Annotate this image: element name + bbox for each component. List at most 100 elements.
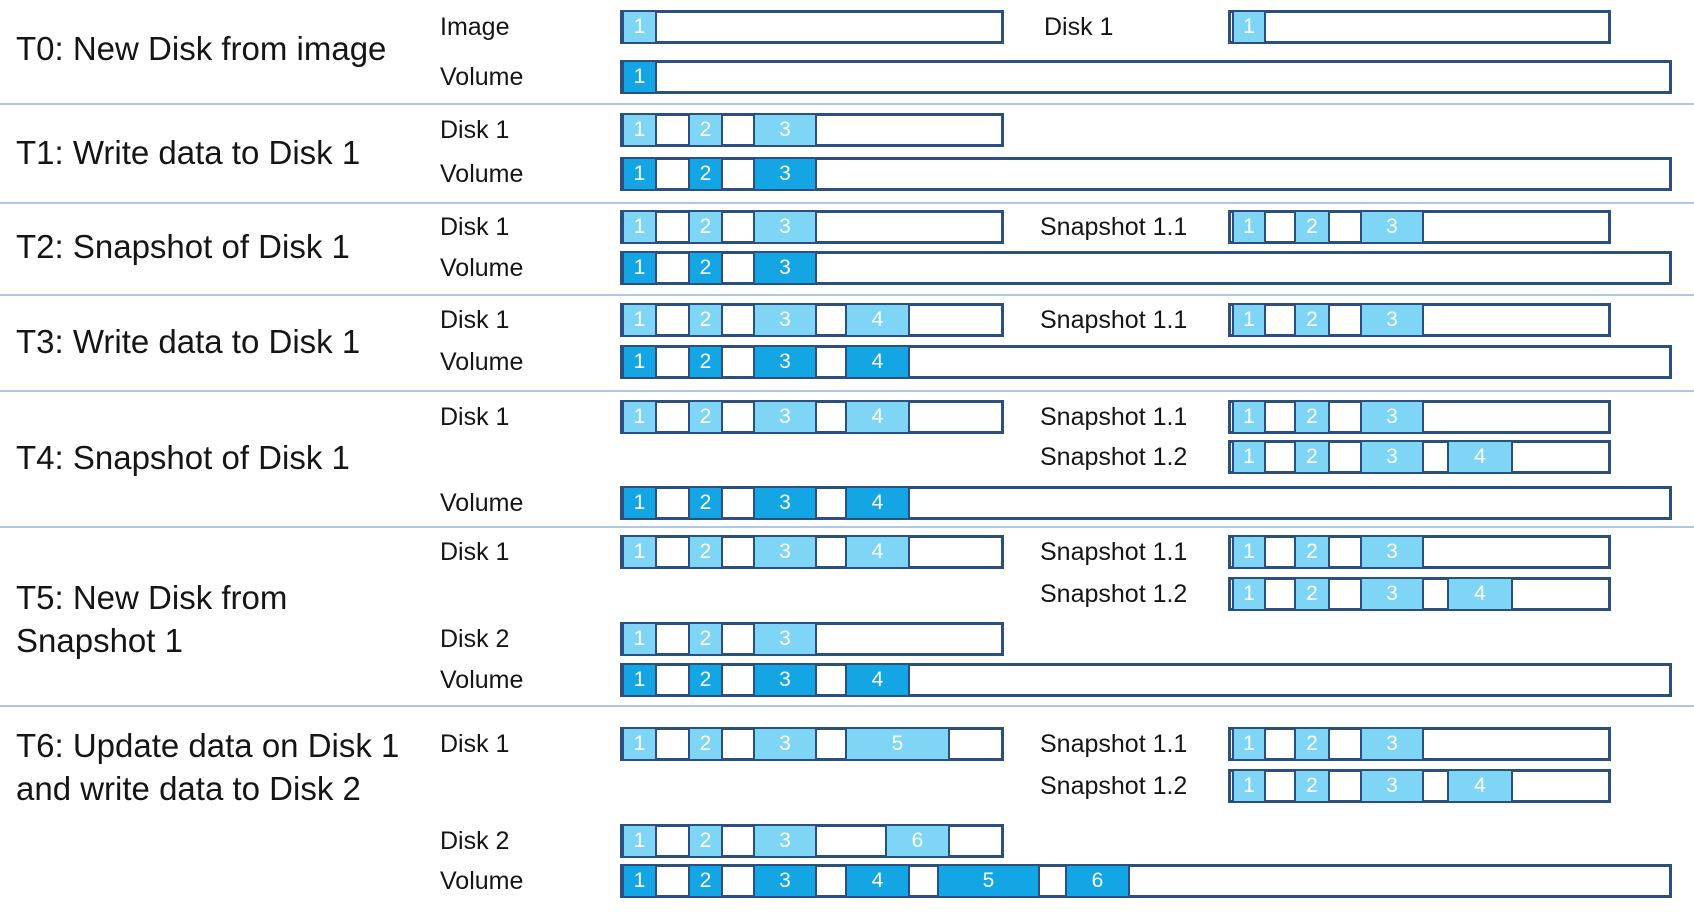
data-block: 1 (1232, 400, 1266, 434)
data-block: 1 (1232, 769, 1266, 803)
data-block: 2 (1294, 535, 1330, 569)
data-block: 5 (845, 727, 950, 761)
data-block: 1 (622, 345, 657, 379)
data-block: 2 (1294, 400, 1330, 434)
data-block: 1 (622, 113, 657, 147)
data-block: 3 (1360, 440, 1424, 474)
data-block: 3 (753, 663, 817, 697)
volume-label: Volume (440, 348, 524, 376)
volume-label: Volume (440, 666, 524, 694)
data-block: 3 (1360, 769, 1424, 803)
data-block: 4 (845, 486, 910, 520)
data-block: 3 (753, 113, 817, 147)
data-block: 4 (845, 303, 910, 337)
disk1-label: Disk 1 (440, 538, 510, 566)
data-block: 1 (622, 210, 657, 244)
data-block: 1 (622, 535, 657, 569)
data-block: 6 (1065, 864, 1130, 898)
data-block: 1 (1232, 10, 1266, 44)
data-block: 4 (845, 400, 910, 434)
data-block: 3 (753, 486, 817, 520)
data-block: 3 (1360, 535, 1424, 569)
data-block: 1 (622, 303, 657, 337)
data-block: 2 (1294, 210, 1330, 244)
snapshot-1-2-label: Snapshot 1.2 (1040, 580, 1188, 608)
data-block: 3 (1360, 727, 1424, 761)
data-block: 3 (753, 303, 817, 337)
data-block: 3 (753, 864, 817, 898)
data-block: 1 (622, 622, 657, 656)
disk2-label: Disk 2 (440, 625, 510, 653)
data-block: 2 (688, 535, 723, 569)
image-label: Image (440, 13, 510, 41)
disk1-label: Disk 1 (440, 306, 510, 334)
snapshot-1-1-label: Snapshot 1.1 (1040, 730, 1188, 758)
data-block: 2 (688, 400, 723, 434)
data-block: 1 (622, 60, 657, 94)
data-block: 3 (753, 210, 817, 244)
data-block: 1 (1232, 210, 1266, 244)
data-block: 1 (1232, 535, 1266, 569)
image-bar: 1 (620, 10, 1004, 44)
volume-label: Volume (440, 254, 524, 282)
data-block: 5 (937, 864, 1040, 898)
data-block: 4 (1447, 769, 1513, 803)
snapshot-1-2-label: Snapshot 1.2 (1040, 443, 1188, 471)
data-block: 3 (1360, 577, 1424, 611)
data-block: 1 (1232, 440, 1266, 474)
row-title-t6: T6: Update data on Disk 1 (16, 727, 400, 764)
row-title-t6: and write data to Disk 2 (16, 770, 361, 807)
volume-label: Volume (440, 63, 524, 91)
data-block: 4 (845, 345, 910, 379)
data-block: 3 (1360, 400, 1424, 434)
row-title-t4: T4: Snapshot of Disk 1 (16, 439, 350, 476)
data-block: 1 (622, 727, 657, 761)
data-block: 3 (753, 622, 817, 656)
data-block: 1 (1232, 577, 1266, 611)
snapshot-1-1-label: Snapshot 1.1 (1040, 403, 1188, 431)
data-block: 2 (1294, 727, 1330, 761)
data-block: 3 (1360, 210, 1424, 244)
disk2-label: Disk 2 (440, 827, 510, 855)
data-block: 2 (688, 113, 723, 147)
row-title-t2: T2: Snapshot of Disk 1 (16, 228, 350, 265)
row-divider (0, 705, 1694, 707)
disk1-label: Disk 1 (440, 403, 510, 431)
data-block: 3 (753, 400, 817, 434)
data-block: 2 (688, 303, 723, 337)
row-divider (0, 294, 1694, 296)
disk1-label: Disk 1 (440, 213, 510, 241)
data-block: 6 (885, 824, 950, 858)
data-block: 2 (688, 210, 723, 244)
data-block: 3 (753, 535, 817, 569)
data-block: 2 (1294, 577, 1330, 611)
row-divider (0, 202, 1694, 204)
data-block: 2 (1294, 303, 1330, 337)
data-block: 3 (753, 824, 817, 858)
data-block: 2 (1294, 440, 1330, 474)
row-title-t1: T1: Write data to Disk 1 (16, 134, 361, 171)
row-title-t3: T3: Write data to Disk 1 (16, 323, 361, 360)
snapshot-1-1-label: Snapshot 1.1 (1040, 538, 1188, 566)
data-block: 4 (1447, 577, 1513, 611)
row-title-t0: T0: New Disk from image (16, 30, 387, 67)
data-block: 1 (622, 486, 657, 520)
volume-bar: 1 (620, 60, 1672, 94)
data-block: 2 (688, 663, 723, 697)
disk1-label: Disk 1 (1044, 13, 1114, 41)
